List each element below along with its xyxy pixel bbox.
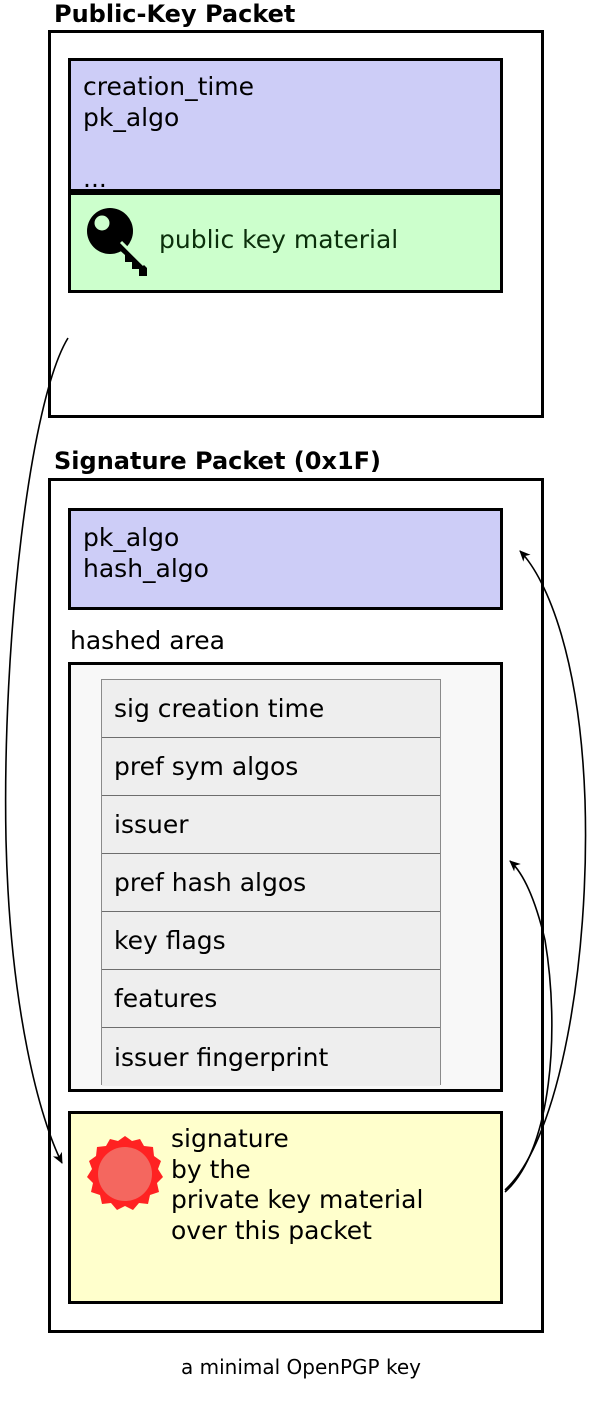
public-key-meta-text: creation_time pk_algo ... <box>83 72 255 193</box>
public-key-packet-title: Public-Key Packet <box>54 0 296 28</box>
signature-algo-box: pk_algo hash_algo <box>68 508 503 610</box>
signature-blob-text: signature by the private key material ov… <box>171 1124 424 1245</box>
list-item: features <box>102 970 440 1028</box>
list-item: issuer <box>102 796 440 854</box>
hashed-area-label: hashed area <box>70 626 225 655</box>
public-key-material-label: public key material <box>159 225 399 254</box>
diagram-caption: a minimal OpenPGP key <box>181 1355 421 1379</box>
hashed-area-frame: sig creation time pref sym algos issuer … <box>68 662 503 1092</box>
signature-packet-title: Signature Packet (0x1F) <box>54 447 381 475</box>
list-item: issuer fingerprint <box>102 1028 440 1086</box>
public-key-material-box: public key material <box>68 192 503 293</box>
signature-algo-text: pk_algo hash_algo <box>83 523 209 583</box>
signature-blob-box: signature by the private key material ov… <box>68 1111 503 1304</box>
wax-seal-icon <box>87 1136 163 1210</box>
list-item: pref sym algos <box>102 738 440 796</box>
hashed-subpacket-table: sig creation time pref sym algos issuer … <box>101 679 441 1086</box>
key-icon <box>87 208 147 276</box>
list-item: key flags <box>102 912 440 970</box>
list-item: sig creation time <box>102 680 440 738</box>
public-key-meta-box: creation_time pk_algo ... <box>68 58 503 193</box>
list-item: pref hash algos <box>102 854 440 912</box>
